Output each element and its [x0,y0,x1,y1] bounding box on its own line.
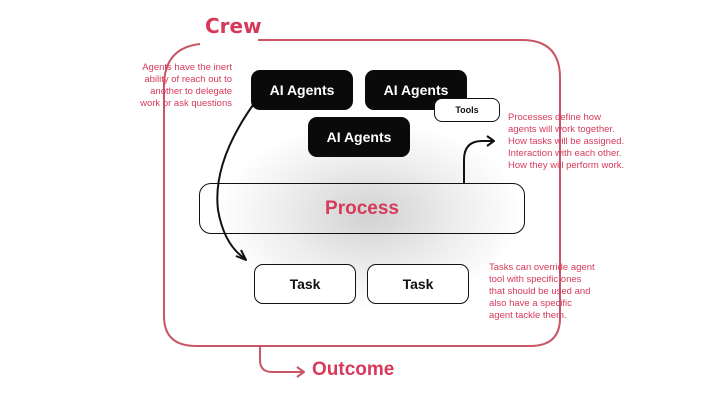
tasks-note-line: also have a specific [489,298,572,309]
tasks-note-line: Tasks can override agent [489,262,595,273]
agents-note-line: work or ask questions [140,98,232,109]
tasks-note-line: tool with specific ones [489,274,582,285]
tasks-note: Tasks can override agent tool with speci… [489,262,595,322]
agent-to-task-arrow [216,97,259,259]
process-note-line: Processes define how [508,112,601,123]
process-note-line: How tasks will be assigned. [508,136,625,147]
agent-to-task-arrowhead [235,249,247,261]
process-to-note-arrowhead [486,135,495,147]
tasks-note-line: that should be used and [489,286,591,297]
process-box: Process [199,183,525,234]
outcome-label: Outcome [312,359,395,380]
task-box-2: Task [367,264,469,304]
process-note: Processes define how agents will work to… [508,112,624,172]
tasks-note-line: agent tackle them. [489,310,567,321]
agents-note-line: another to delegate [150,86,232,97]
outcome-arrowhead [296,366,305,378]
process-note-line: Interaction with each other. [508,148,622,159]
agents-note-line: Agents have the inert [142,62,232,73]
agents-note: Agents have the inert ability of reach o… [132,62,232,110]
crew-boundary [163,39,561,347]
tools-box: Tools [434,98,500,122]
process-note-line: How they will perform work. [508,160,625,171]
agents-note-line: ability of reach out to [144,74,232,85]
process-note-line: agents will work together. [508,124,615,135]
ai-agent-box-3: AI Agents [308,117,410,157]
outcome-arrow [259,346,304,373]
task-box-1: Task [254,264,356,304]
crew-title: Crew [205,14,262,38]
ai-agent-box-1: AI Agents [251,70,353,110]
process-to-note-arrow [463,140,494,183]
